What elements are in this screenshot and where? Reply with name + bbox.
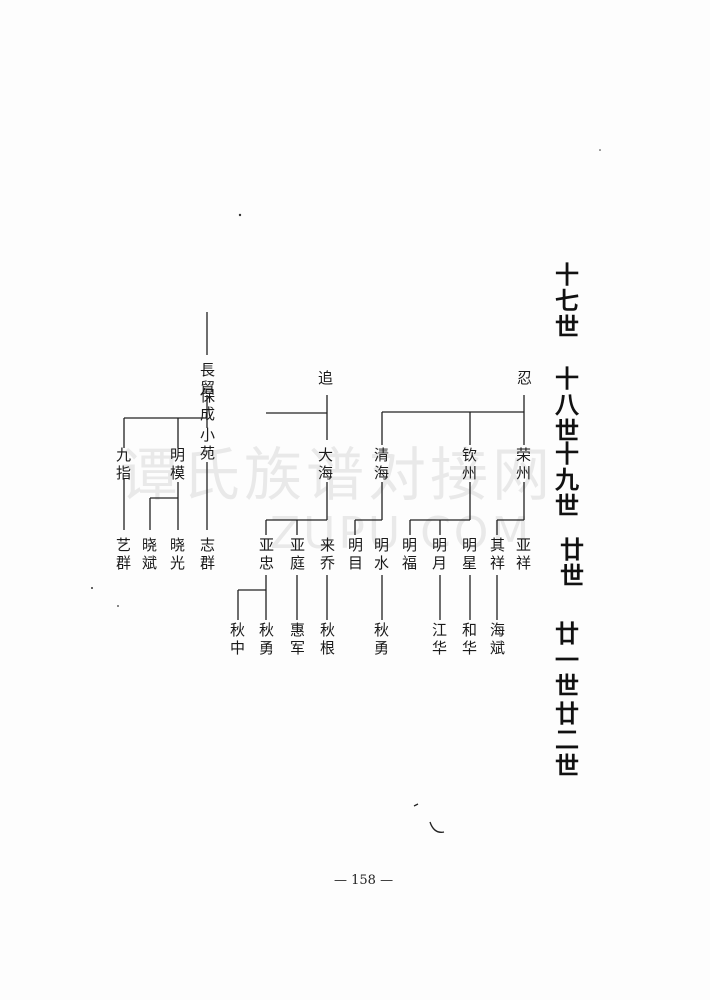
- name-qiuyong-b: 秋勇: [374, 621, 389, 657]
- name-qiuzhong: 秋中: [230, 621, 245, 657]
- gen-21: 廿一世: [555, 619, 579, 700]
- gen-22: 廿二世: [555, 699, 579, 780]
- watermark-cn: 谭氏族谱对接网: [120, 441, 554, 509]
- name-yiqun: 艺群: [116, 536, 131, 572]
- name-jianghua: 江华: [432, 621, 447, 657]
- name-jiuzhi: 九指: [116, 446, 131, 482]
- name-laiqiao: 来乔: [320, 536, 335, 572]
- name-mingxing: 明星: [462, 536, 477, 572]
- name-dahai: 大海: [318, 446, 333, 482]
- name-changgui: 長貿: [200, 361, 215, 397]
- name-zhui: 追: [318, 369, 333, 387]
- name-qinzhou: 钦州: [462, 446, 477, 482]
- name-qinghai: 清海: [374, 446, 389, 482]
- name-haibin: 海斌: [490, 621, 505, 657]
- name-huijun: 惠军: [290, 621, 305, 657]
- name-xiaoguang: 晓光: [170, 536, 185, 572]
- gen-20: 廿世: [560, 535, 584, 590]
- name-mingmo: 明模: [170, 446, 185, 482]
- name-yazhong: 亚忠: [259, 536, 274, 572]
- name-qiuyong-a: 秋勇: [259, 621, 274, 657]
- name-rongzhou: 荣州: [516, 446, 531, 482]
- name-ren: 忍: [517, 369, 532, 387]
- name-mingfu: 明福: [402, 536, 417, 572]
- gen-19: 十九世: [554, 439, 579, 520]
- name-yating: 亚庭: [290, 536, 305, 572]
- gen-18: 十八世: [555, 364, 580, 445]
- branch-zhui: 追 大海 亚忠 亚庭 来乔 秋中 秋勇 惠军 秋根: [230, 369, 335, 657]
- watermark-en: ZUPU.COM: [270, 508, 532, 559]
- name-qiugen: 秋根: [320, 621, 335, 657]
- name-mingmu: 明目: [348, 536, 363, 572]
- name-hehua: 和华: [462, 621, 477, 657]
- name-qixiang: 其祥: [490, 536, 505, 572]
- page-number: — 158 —: [334, 873, 393, 888]
- gen-17: 十七世: [555, 260, 579, 341]
- name-yaxiang: 亚祥: [516, 536, 531, 572]
- name-mingyue: 明月: [432, 536, 447, 572]
- name-xiaobin: 晓斌: [142, 536, 157, 572]
- name-xiaohua: 小苑: [200, 426, 215, 462]
- name-zhiqun: 志群: [200, 536, 215, 572]
- branch-baocheng: 保成 長貿 九指 明模 小苑 艺群 晓斌 晓光 志群: [116, 312, 215, 572]
- branch-ren: 忍 清海 钦州 荣州 明目 明水 秋勇 明福 明月 明星 江华 和华 其祥 亚: [348, 369, 532, 657]
- scan-specks: [91, 149, 601, 833]
- name-mingshui: 明水: [374, 536, 389, 572]
